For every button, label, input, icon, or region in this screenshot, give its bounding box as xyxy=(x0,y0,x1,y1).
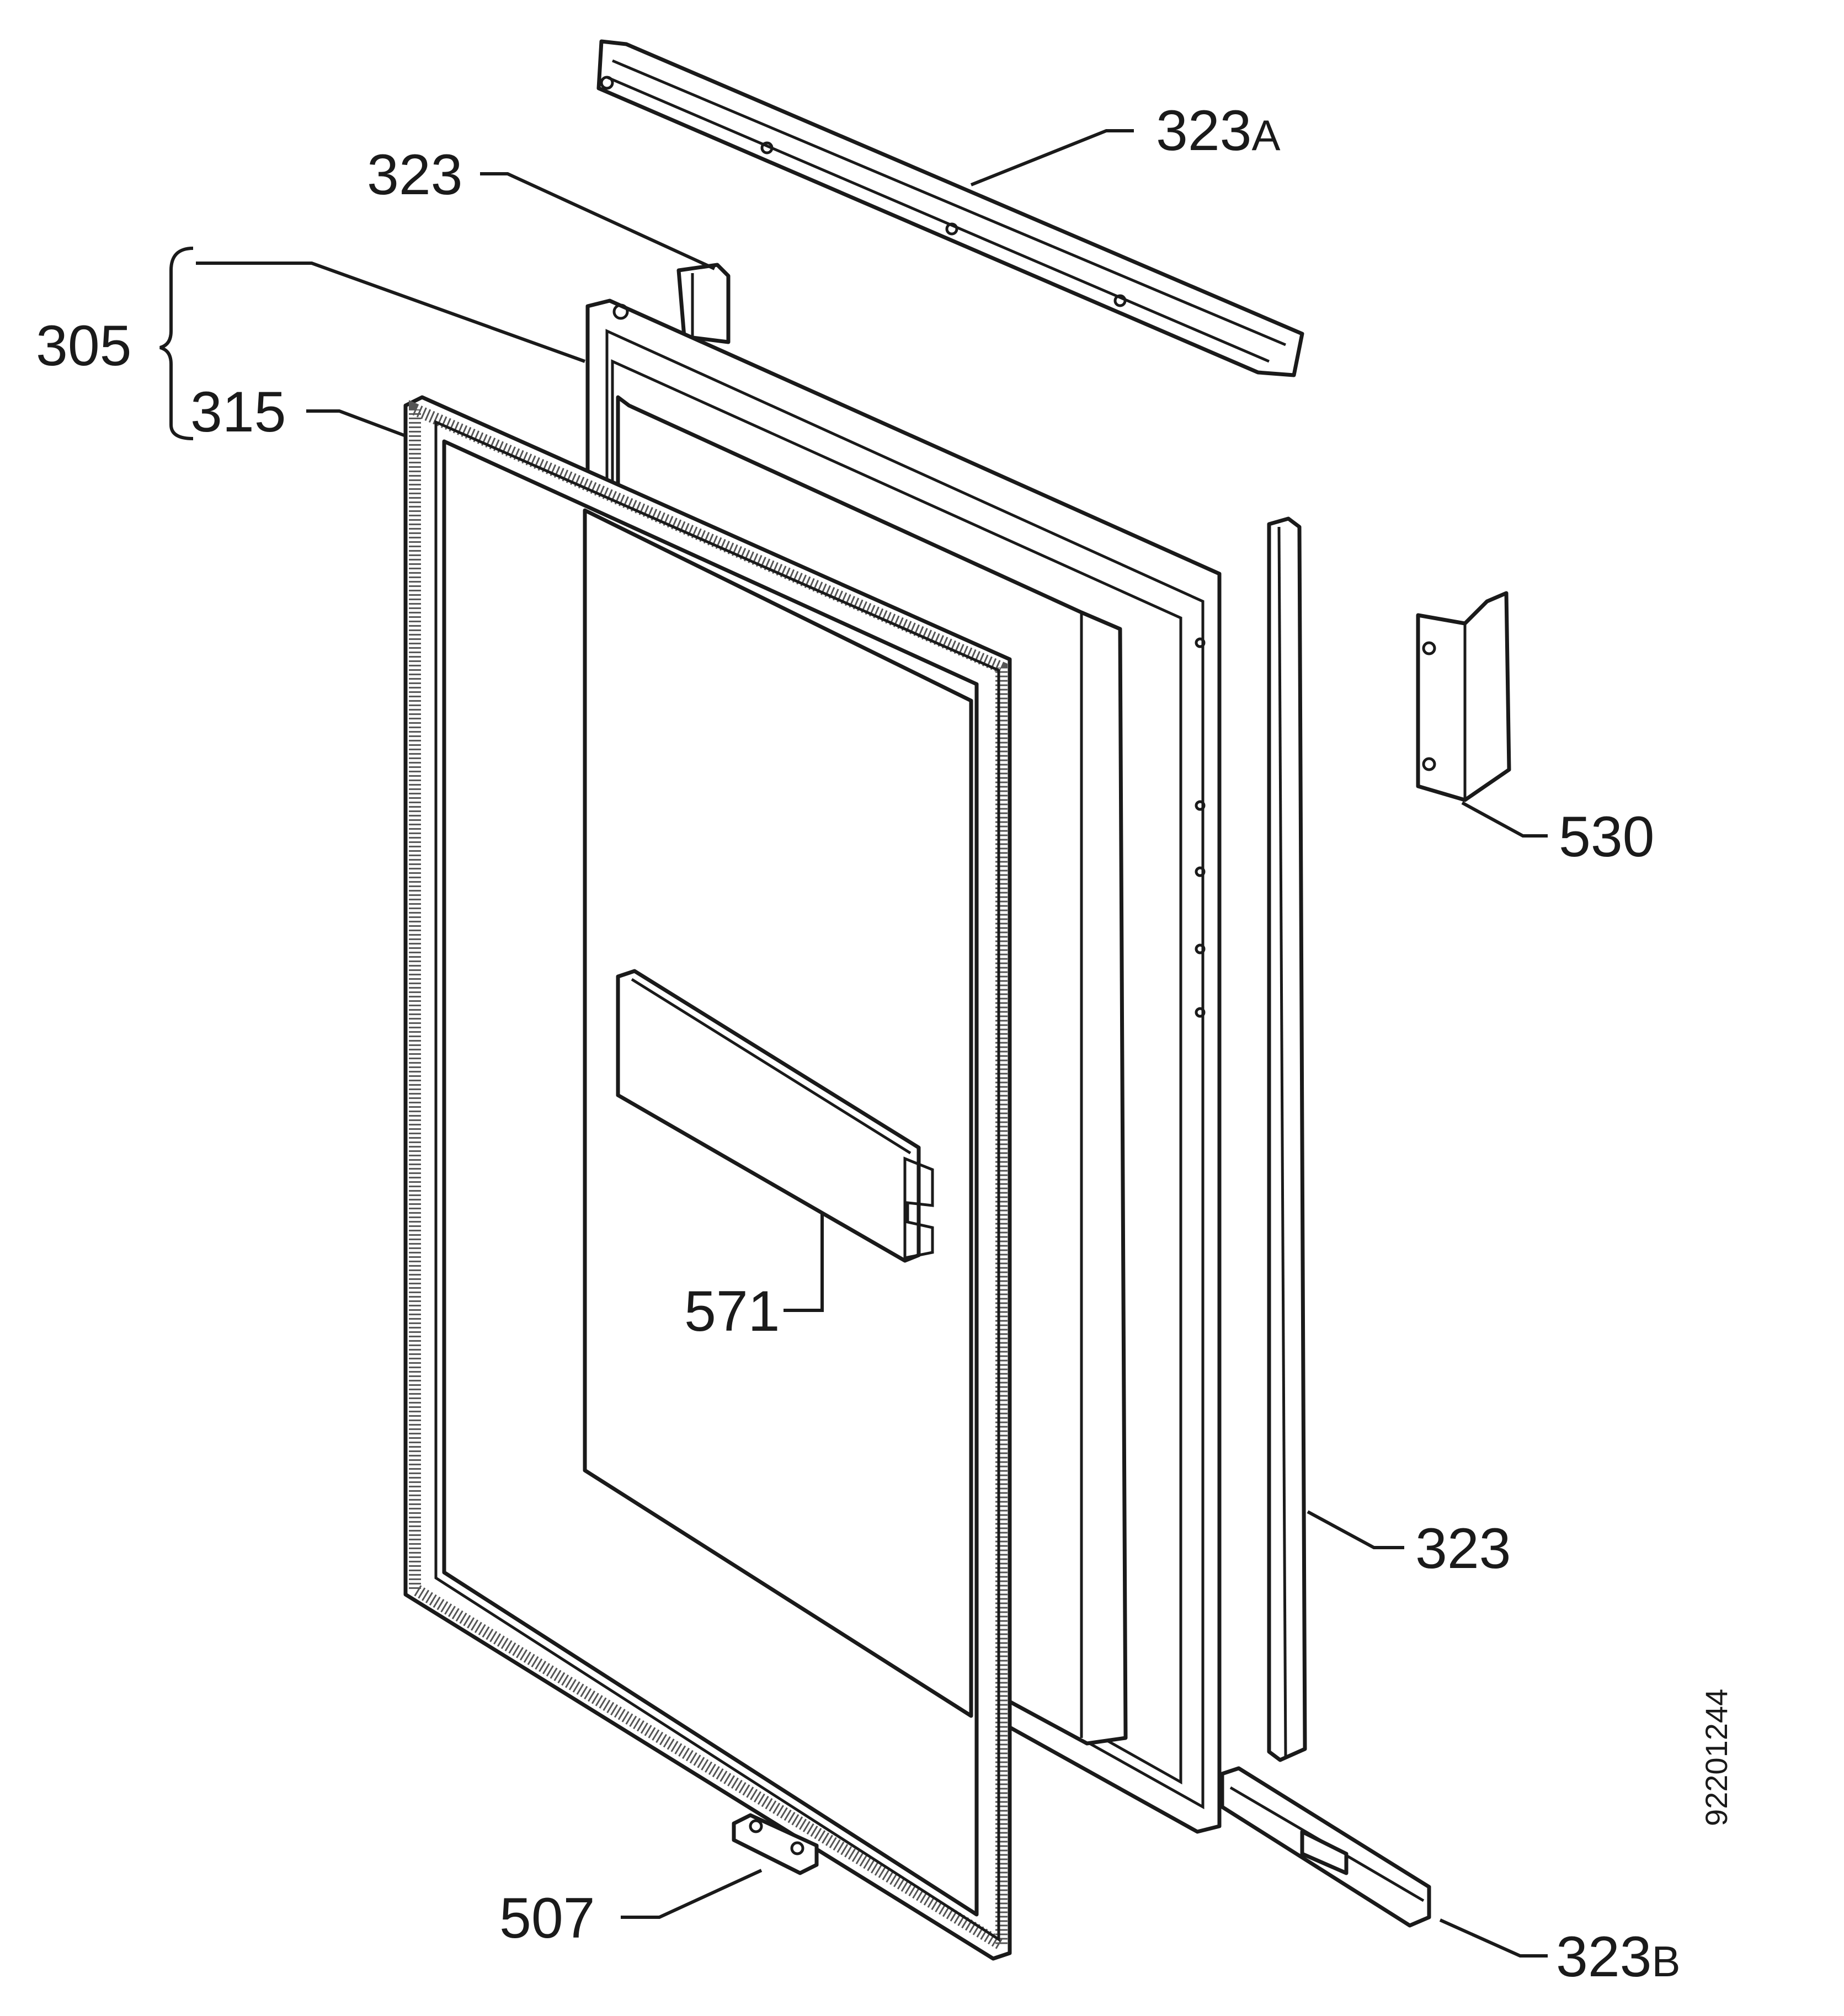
label-507: 507 xyxy=(499,1886,595,1950)
label-315: 315 xyxy=(190,380,286,444)
label-323b: 323B xyxy=(1556,1925,1681,1989)
part-323-right-strip xyxy=(1267,516,1307,1762)
part-323b-bottom-rail xyxy=(1220,1766,1431,1928)
part-571-bar xyxy=(616,969,934,1263)
label-323a: 323A xyxy=(1156,99,1281,163)
drawing-number: 92201244 xyxy=(1699,1689,1734,1826)
label-530: 530 xyxy=(1559,805,1655,869)
bracket-305-315 xyxy=(159,247,194,440)
leader-lines xyxy=(159,129,1548,1958)
label-323-right: 323 xyxy=(1415,1517,1511,1581)
label-305: 305 xyxy=(36,314,132,378)
label-571: 571 xyxy=(684,1279,780,1343)
part-507-clip xyxy=(732,1813,819,1875)
part-530-bracket xyxy=(1416,591,1511,802)
label-323-top: 323 xyxy=(367,143,463,207)
part-323a-top-rail xyxy=(596,39,1304,377)
part-323-top-hinge xyxy=(676,263,731,344)
